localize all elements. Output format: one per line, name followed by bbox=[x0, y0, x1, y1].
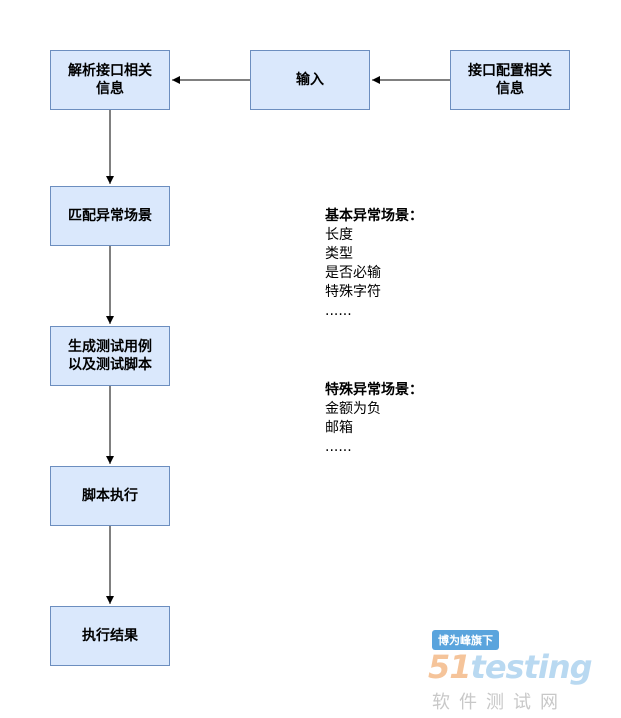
note-basic-title: 基本异常场景： bbox=[325, 208, 423, 224]
node-input: 输入 bbox=[250, 50, 370, 110]
node-parse-interface-info: 解析接口相关 信息 bbox=[50, 50, 170, 110]
node-generate-test-cases: 生成测试用例 以及测试脚本 bbox=[50, 326, 170, 386]
note-basic-scenarios: 基本异常场景： 长度 类型 是否必输 特殊字符 ...... bbox=[325, 207, 423, 321]
node-match-exception-scenarios: 匹配异常场景 bbox=[50, 186, 170, 246]
note-special-item: 金额为负 bbox=[325, 401, 381, 417]
node-script-execution: 脚本执行 bbox=[50, 466, 170, 526]
note-special-title: 特殊异常场景： bbox=[325, 382, 423, 398]
note-basic-item: 是否必输 bbox=[325, 265, 381, 281]
node-execution-result: 执行结果 bbox=[50, 606, 170, 666]
note-special-item: 邮箱 bbox=[325, 420, 353, 436]
note-basic-item: ...... bbox=[325, 303, 352, 319]
watermark-subtitle: 软件测试网 bbox=[432, 692, 567, 713]
note-special-item: ...... bbox=[325, 439, 352, 455]
watermark-badge: 博为峰旗下 bbox=[432, 630, 499, 650]
node-interface-config-info: 接口配置相关 信息 bbox=[450, 50, 570, 110]
watermark-logo-text: 51testing bbox=[428, 648, 593, 686]
watermark-logo: 博为峰旗下 51testing 软件测试网 bbox=[428, 630, 608, 718]
note-special-scenarios: 特殊异常场景： 金额为负 邮箱 ...... bbox=[325, 381, 423, 457]
note-basic-item: 长度 bbox=[325, 227, 353, 243]
note-basic-item: 特殊字符 bbox=[325, 284, 381, 300]
note-basic-item: 类型 bbox=[325, 246, 353, 262]
